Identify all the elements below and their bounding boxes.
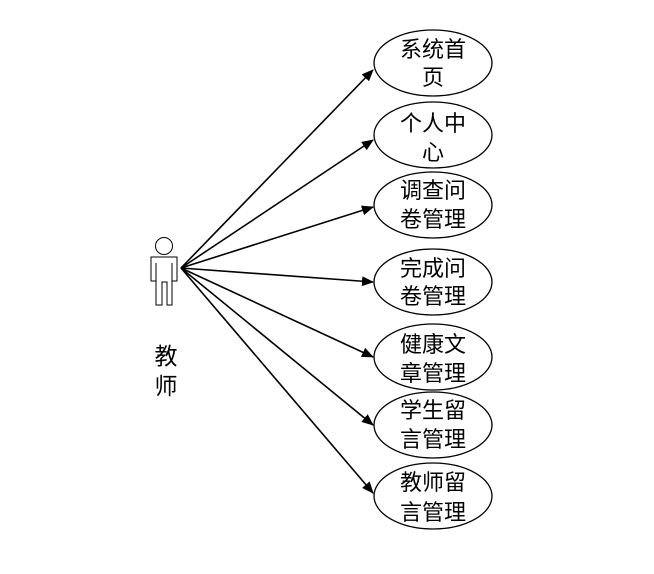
use-case-label-line2: 心 xyxy=(422,141,444,166)
use-case-label-line1: 健康文 xyxy=(400,333,466,358)
actor-label: 教 师 xyxy=(155,344,178,400)
use-case-label-line2: 言管理 xyxy=(400,428,466,453)
use-case-health-article-management: 健康文 章管理 xyxy=(373,323,493,391)
association-arrow xyxy=(180,267,374,426)
use-case-label-line2: 章管理 xyxy=(400,362,466,387)
association-arrow xyxy=(180,205,374,269)
association-arrow xyxy=(180,139,374,269)
actor-name-line2: 师 xyxy=(155,374,178,400)
use-case-teacher-message-management: 教师留 言管理 xyxy=(373,462,493,530)
use-case-label-line1: 调查问 xyxy=(400,179,466,204)
use-case-label-line2: 言管理 xyxy=(400,501,466,526)
association-arrow xyxy=(180,69,374,269)
use-case-label-line2: 卷管理 xyxy=(400,285,466,310)
use-case-survey-management: 调查问 卷管理 xyxy=(373,171,493,239)
association-arrow xyxy=(180,267,374,287)
use-case-label-line1: 完成问 xyxy=(400,257,466,282)
actor-name-line1: 教 xyxy=(155,344,178,370)
association-arrow xyxy=(180,267,374,358)
use-case-completed-survey-management: 完成问 卷管理 xyxy=(373,248,493,316)
use-case-personal-center: 个人中 心 xyxy=(373,101,493,169)
use-case-label-line2: 页 xyxy=(422,66,444,91)
association-arrow xyxy=(180,267,374,494)
use-case-label-line1: 学生留 xyxy=(400,399,466,424)
actor-teacher-icon xyxy=(150,237,178,306)
use-case-label-line1: 系统首 xyxy=(400,38,466,63)
use-case-label-line1: 个人中 xyxy=(400,112,466,137)
associations xyxy=(180,69,374,494)
use-case-label-line2: 卷管理 xyxy=(400,208,466,233)
use-case-student-message-management: 学生留 言管理 xyxy=(373,391,493,459)
use-case-system-home: 系统首 页 xyxy=(373,29,493,97)
use-case-label-line1: 教师留 xyxy=(400,471,466,496)
